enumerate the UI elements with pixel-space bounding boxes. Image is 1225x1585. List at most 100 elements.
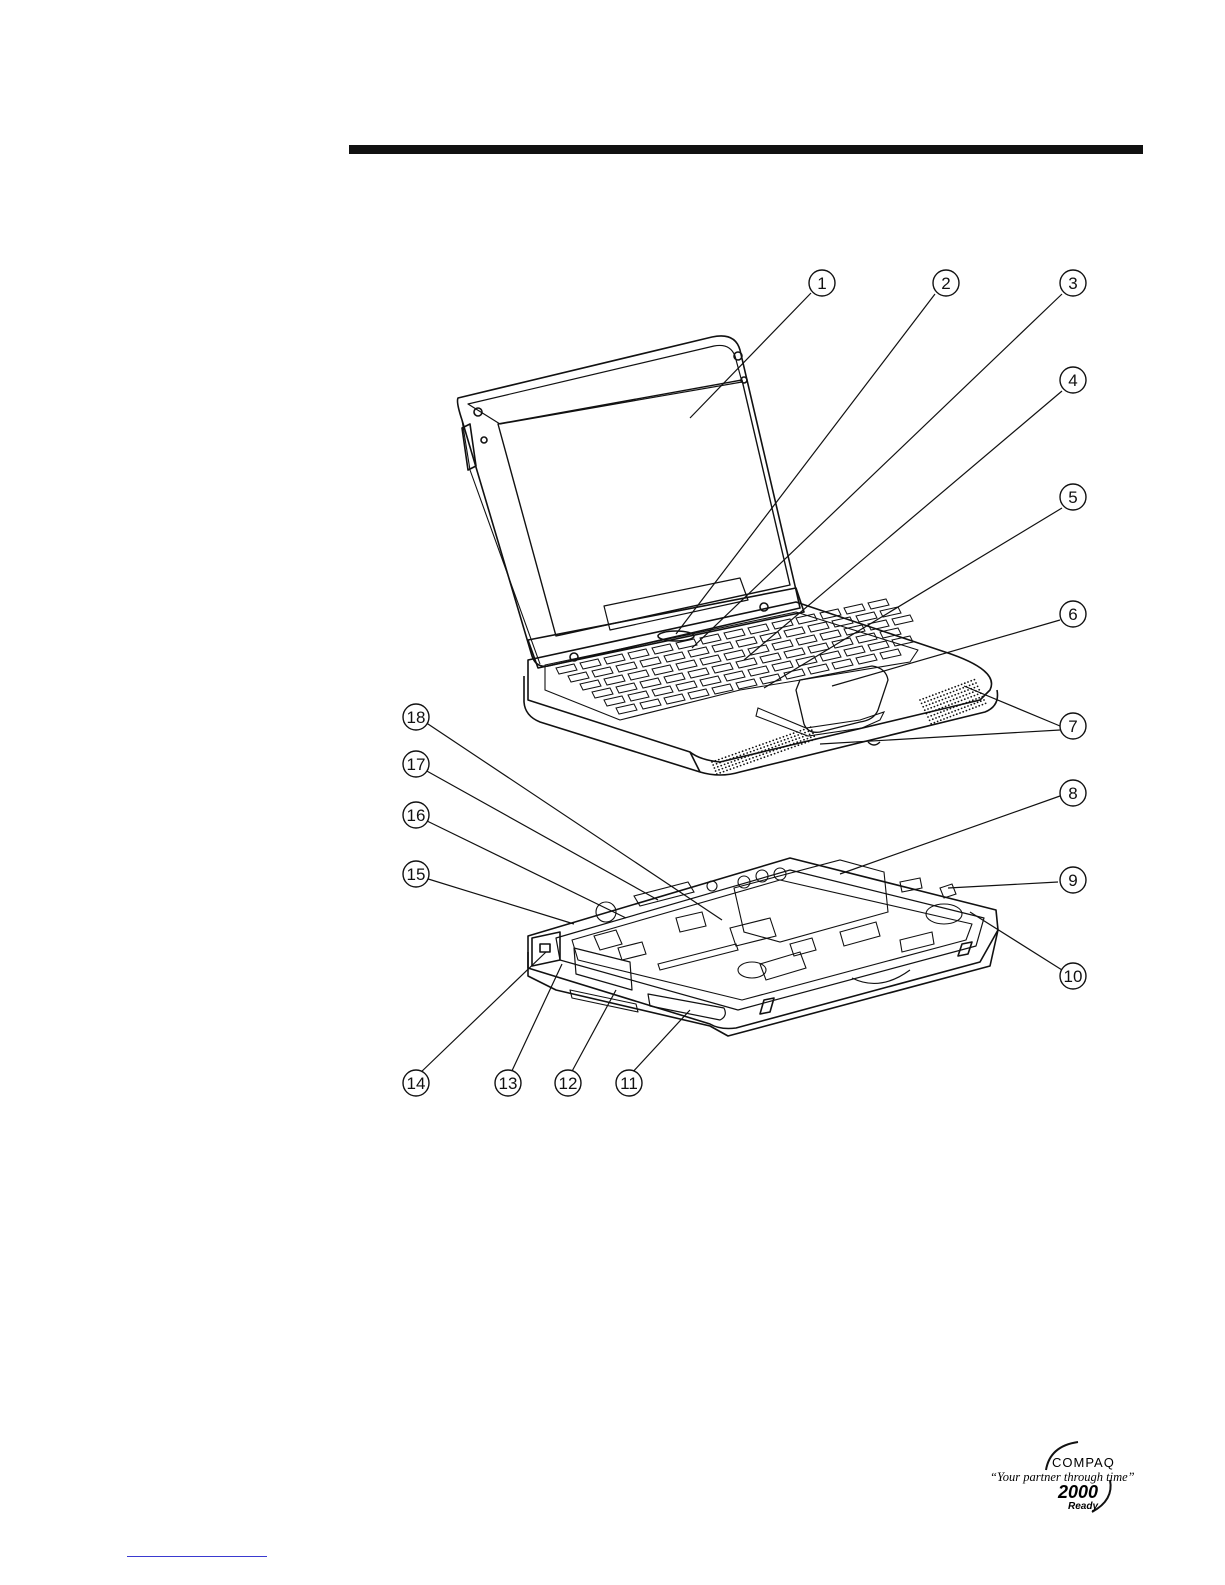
callout-18: 18 [403, 704, 429, 730]
grille-hole [953, 715, 955, 717]
key [772, 661, 793, 671]
chip [760, 952, 806, 980]
callout-8: 8 [1060, 780, 1086, 806]
grille-hole [953, 707, 955, 709]
leader-line-1 [690, 293, 811, 418]
grille-hole [741, 758, 743, 760]
grille-hole [922, 698, 924, 700]
callout-number: 2 [941, 274, 950, 293]
callout-number: 4 [1068, 371, 1077, 390]
grille-hole [733, 757, 735, 759]
grille-hole [733, 767, 735, 769]
grille-hole [767, 755, 769, 757]
key [604, 675, 625, 685]
grille-hole [739, 762, 741, 764]
chip [618, 942, 646, 960]
grille-hole [734, 760, 736, 762]
grille-hole [958, 701, 960, 703]
grille-hole [967, 705, 969, 707]
grille-hole [924, 701, 926, 703]
grille-hole [795, 738, 797, 740]
grille-hole [969, 685, 971, 687]
key [796, 614, 817, 624]
grille-hole [964, 698, 966, 700]
key [880, 649, 901, 659]
leader-line-16 [425, 820, 626, 918]
key [556, 664, 577, 674]
memory-slot [658, 944, 738, 970]
callout-7: 7 [1060, 713, 1086, 739]
grille-hole [956, 697, 958, 699]
grille-hole [943, 718, 945, 720]
grille-hole [736, 756, 738, 758]
grille-hole [962, 687, 964, 689]
notebook-illustration [458, 336, 998, 775]
grille-hole [785, 742, 787, 744]
grille-hole [810, 737, 812, 739]
rear-port [540, 944, 550, 952]
grille-hole [743, 764, 745, 766]
grille-hole [966, 694, 968, 696]
leader-line-18 [425, 722, 722, 920]
grille-hole [930, 699, 932, 701]
key [724, 671, 745, 681]
grille-hole [964, 682, 966, 684]
grille-hole [970, 696, 972, 698]
key [844, 646, 865, 656]
grille-hole [815, 738, 817, 740]
grille-hole [970, 704, 972, 706]
callout-17: 17 [403, 751, 429, 777]
grille-hole [767, 745, 769, 747]
logo-year: 2000 [1057, 1482, 1098, 1502]
grille-hole [726, 770, 728, 772]
grille-hole [966, 702, 968, 704]
key [784, 627, 805, 637]
grille-hole [777, 752, 779, 754]
grille-hole [752, 747, 754, 749]
footer-hyperlink-underline[interactable] [127, 1556, 267, 1557]
leader-line-3 [692, 294, 1062, 648]
grille-hole [959, 688, 961, 690]
grille-hole [749, 748, 751, 750]
key [796, 635, 817, 645]
grille-hole [755, 746, 757, 748]
grille-hole [974, 695, 976, 697]
grille-hole [774, 743, 776, 745]
grille-hole [975, 682, 977, 684]
callout-12: 12 [555, 1070, 581, 1096]
capacitor [707, 881, 717, 891]
grille-hole [922, 706, 924, 708]
callout-number: 9 [1068, 871, 1077, 890]
grille-hole [800, 730, 802, 732]
keyboard-keys [556, 599, 913, 714]
grille-hole [746, 752, 748, 754]
compaq-2000-ready-logo: COMPAQ “Your partner through time” 2000 … [990, 1442, 1135, 1512]
grille-hole [773, 750, 775, 752]
grille-hole [940, 711, 942, 713]
grille-hole [781, 750, 783, 752]
key [676, 660, 697, 670]
grille-hole [728, 765, 730, 767]
grille-hole [951, 687, 953, 689]
grille-hole [720, 765, 722, 767]
grille-hole [945, 698, 947, 700]
callout-16: 16 [403, 802, 429, 828]
grille-hole [808, 741, 810, 743]
grille-hole [779, 737, 781, 739]
grille-hole [791, 747, 793, 749]
grille-hole [753, 750, 755, 752]
display-lid [458, 336, 801, 666]
grille-hole [754, 753, 756, 755]
grille-hole [975, 706, 977, 708]
grille-hole [725, 756, 727, 758]
key [712, 663, 733, 673]
grille-hole [967, 689, 969, 691]
lid-top-edge [468, 345, 742, 424]
grille-hole [776, 749, 778, 751]
grille-hole [804, 732, 806, 734]
grille-hole [763, 746, 765, 748]
grille-hole [786, 735, 788, 737]
grille-hole [766, 752, 768, 754]
grille-hole [729, 758, 731, 760]
grille-hole [926, 713, 928, 715]
